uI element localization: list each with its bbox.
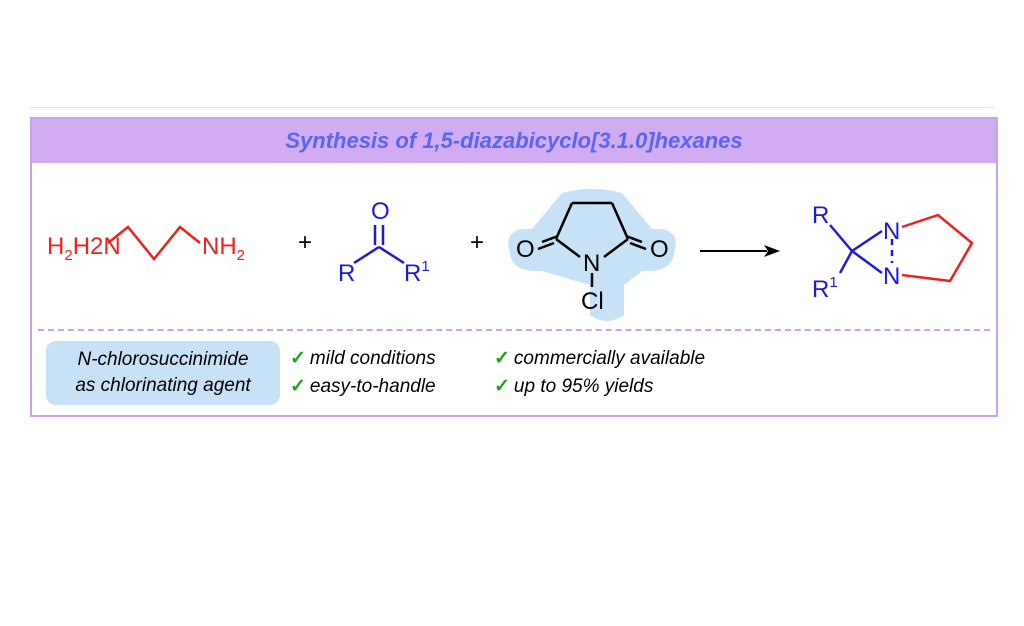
- plus-sign-2: +: [470, 229, 484, 256]
- check-icon: ✓: [290, 348, 306, 369]
- product-n-top: N: [883, 218, 900, 245]
- feature-item: ✓easy-to-handle: [290, 376, 436, 397]
- ketone-r1: R1: [404, 258, 430, 287]
- diazabicyclohexane-product: R R1 N N: [812, 202, 974, 303]
- ketone-r: R: [338, 260, 355, 287]
- diamine-left-amine: H2H2N: [47, 233, 121, 264]
- scheme-panel: Synthesis of 1,5-diazabicyclo[3.1.0]hexa…: [30, 117, 998, 417]
- ncs-chlorine: Cl: [581, 288, 604, 315]
- n-chlorosuccinimide: O O N Cl: [508, 189, 676, 321]
- feature-item: ✓up to 95% yields: [494, 376, 654, 397]
- check-icon: ✓: [494, 348, 510, 369]
- product-r: R: [812, 202, 829, 229]
- diamine-chain: [107, 225, 201, 261]
- ketone-oxygen: O: [371, 198, 390, 225]
- ncs-oxygen-right: O: [650, 236, 669, 263]
- title-banner: [32, 119, 996, 163]
- diamine-right-amine: NH2: [202, 233, 245, 264]
- feature-item: ✓commercially available: [494, 348, 706, 369]
- reaction-arrow: [700, 245, 780, 257]
- check-icon: ✓: [290, 376, 306, 397]
- page-title: Synthesis of 1,5-diazabicyclo[3.1.0]hexa…: [285, 128, 743, 153]
- plus-sign-1: +: [298, 229, 312, 256]
- reagent-note-line1: N-chlorosuccinimide: [77, 349, 249, 370]
- feature-item: ✓mild conditions: [290, 348, 436, 369]
- ethylenediamine: H2H2N NH2: [47, 225, 245, 264]
- product-r1: R1: [812, 274, 838, 303]
- dashed-divider: [38, 329, 990, 331]
- ketone: O R R1: [338, 198, 430, 287]
- reagent-note-box: N-chlorosuccinimide as chlorinating agen…: [46, 341, 280, 405]
- ncs-nitrogen: N: [583, 250, 600, 277]
- reagent-note-line2: as chlorinating agent: [75, 375, 251, 396]
- product-n-bottom: N: [883, 263, 900, 290]
- ncs-oxygen-left: O: [516, 236, 535, 263]
- reaction-scheme: H2H2N NH2 + O R R1 +: [47, 189, 974, 321]
- top-divider: [30, 107, 994, 108]
- check-icon: ✓: [494, 376, 510, 397]
